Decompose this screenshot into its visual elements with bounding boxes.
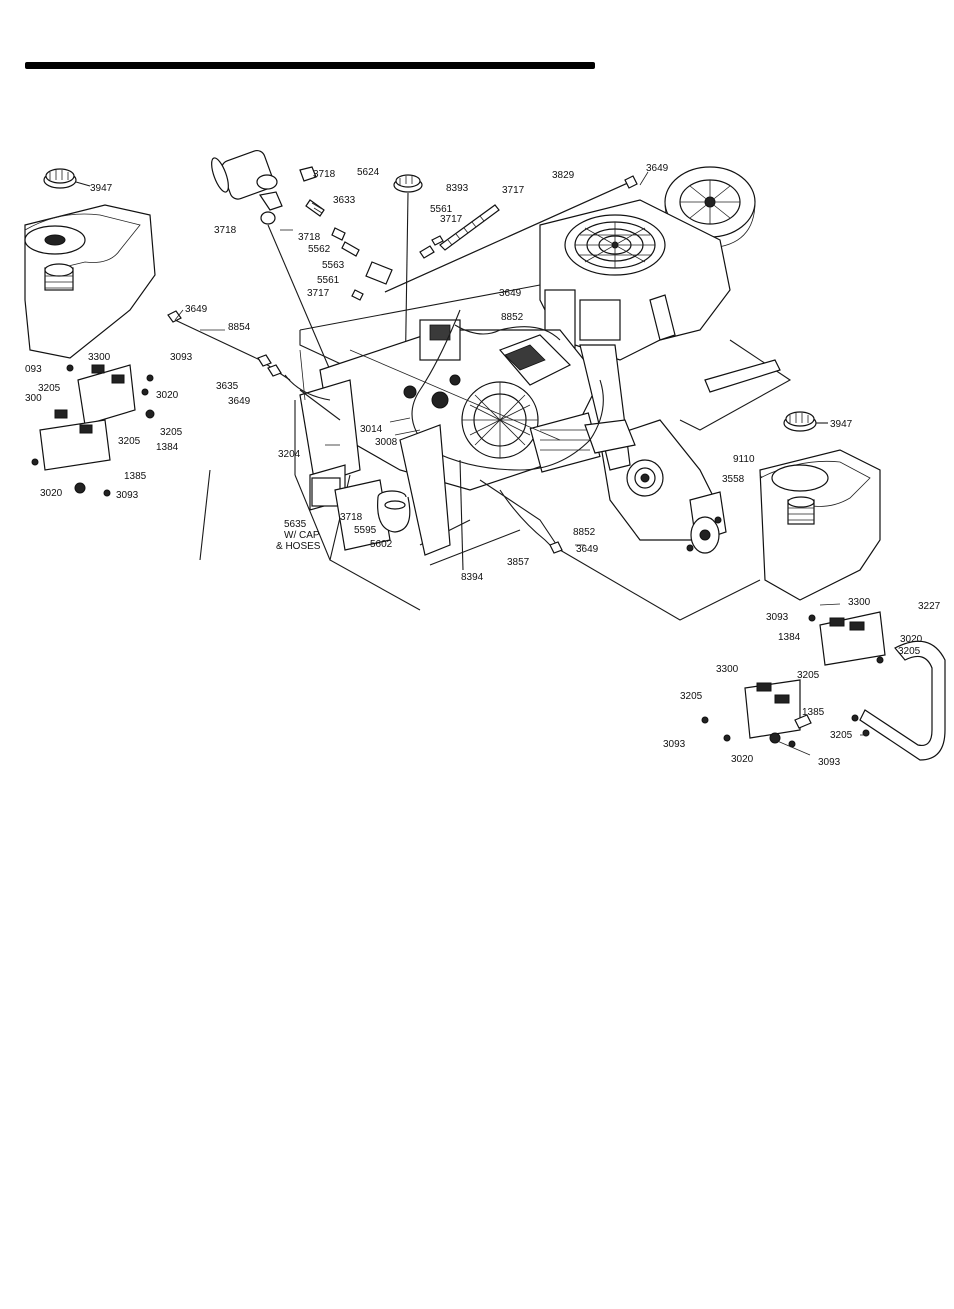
- transmission-assembly: [319, 319, 601, 491]
- label-9110: 9110: [733, 454, 755, 465]
- label-3205-left-c: 3205: [118, 436, 141, 447]
- label-1385-right: 1385: [802, 707, 825, 718]
- label-w-cap: W/ CAP: [284, 530, 320, 541]
- label-3649-bottom: 3649: [576, 544, 599, 555]
- engine: [539, 199, 731, 361]
- label-3649-left: 3649: [185, 304, 208, 315]
- label-3205-right-b: 3205: [797, 670, 820, 681]
- transaxle: [579, 344, 727, 554]
- leader-lines: [174, 171, 868, 756]
- part-labels: 3947 3718 3633 3718 5562 5563 5561 3717 …: [25, 163, 941, 768]
- label-3020-left-a: 3020: [156, 390, 179, 401]
- label-3008: 3008: [375, 437, 398, 448]
- label-5561-b: 5561: [430, 204, 453, 215]
- label-3093-right-c: 3093: [818, 757, 841, 768]
- label-3718-a: 3718: [313, 169, 336, 180]
- label-3649-left-b: 3649: [228, 396, 251, 407]
- label-3093-left-b: 3093: [116, 490, 139, 501]
- label-8394: 8394: [461, 572, 484, 583]
- chassis-frame: [199, 284, 792, 621]
- label-3829: 3829: [552, 170, 575, 181]
- label-3947-right: 3947: [830, 419, 853, 430]
- label-3300-right-a: 3300: [848, 597, 871, 608]
- left-fuel-cap: [43, 168, 91, 189]
- label-3014: 3014: [360, 424, 383, 435]
- label-and-hoses: & HOSES: [276, 541, 321, 552]
- label-5595: 5595: [354, 525, 377, 536]
- label-1384-right: 1384: [778, 632, 801, 643]
- label-3205-left-a: 3205: [38, 383, 61, 394]
- label-5562: 5562: [308, 244, 331, 255]
- right-tank-mounts: [701, 611, 946, 761]
- label-3093-right-b: 3093: [663, 739, 686, 750]
- label-5563: 5563: [322, 260, 345, 271]
- label-5561-a: 5561: [317, 275, 340, 286]
- fuel-filter-cup: [377, 490, 411, 533]
- label-3558: 3558: [722, 474, 745, 485]
- fuel-hose: [419, 204, 500, 259]
- label-3649-mid: 3649: [499, 288, 522, 299]
- label-3204: 3204: [278, 449, 301, 460]
- label-5624: 5624: [357, 167, 380, 178]
- label-3857: 3857: [507, 557, 530, 568]
- label-3718-d: 3718: [340, 512, 363, 523]
- label-3205-right-a: 3205: [898, 646, 921, 657]
- label-8852-bottom: 8852: [573, 527, 596, 538]
- label-3947-left: 3947: [90, 183, 113, 194]
- label-3205-right-c: 3205: [680, 691, 703, 702]
- right-fuel-cap: [783, 411, 828, 432]
- throttle-cable: [384, 175, 638, 293]
- label-3020-right-b: 3020: [731, 754, 754, 765]
- label-3717-b: 3717: [502, 185, 525, 196]
- left-mount-bracket: [294, 349, 451, 561]
- label-3300-left: 3300: [88, 352, 111, 363]
- label-1384-left: 1384: [156, 442, 179, 453]
- left-cables: [167, 310, 341, 421]
- label-8393: 8393: [446, 183, 469, 194]
- label-8852-top: 8852: [501, 312, 524, 323]
- label-5602: 5602: [370, 539, 393, 550]
- header-rule: [25, 62, 595, 69]
- label-3649-top: 3649: [646, 163, 669, 174]
- left-fuel-tank: [24, 204, 156, 359]
- label-3718-c: 3718: [214, 225, 237, 236]
- label-3633: 3633: [333, 195, 356, 206]
- label-3093-left-a: 3093: [170, 352, 193, 363]
- right-fuel-tank: [759, 449, 881, 601]
- label-3717-c: 3717: [440, 214, 463, 225]
- label-3718-b: 3718: [298, 232, 321, 243]
- label-1385-left: 1385: [124, 471, 147, 482]
- wiring-harness: [411, 309, 604, 551]
- label-3300-right-b: 3300: [716, 664, 739, 675]
- label-5635: 5635: [284, 519, 307, 530]
- fuel-pump-assembly: [211, 149, 393, 371]
- label-3020-left-b: 3020: [40, 488, 63, 499]
- air-cleaner: [664, 166, 756, 249]
- lower-cable: [459, 459, 563, 571]
- label-8854: 8854: [228, 322, 251, 333]
- label-3020-right-a: 3020: [900, 634, 923, 645]
- label-3227: 3227: [918, 601, 941, 612]
- label-3205-right-d: 3205: [830, 730, 853, 741]
- label-300-left: 300: [25, 393, 42, 404]
- label-3717-a: 3717: [307, 288, 330, 299]
- label-093-left: 093: [25, 364, 42, 375]
- label-3205-left-b: 3205: [160, 427, 183, 438]
- left-tank-mounts: [31, 364, 155, 497]
- label-3635: 3635: [216, 381, 239, 392]
- label-3093-right-a: 3093: [766, 612, 789, 623]
